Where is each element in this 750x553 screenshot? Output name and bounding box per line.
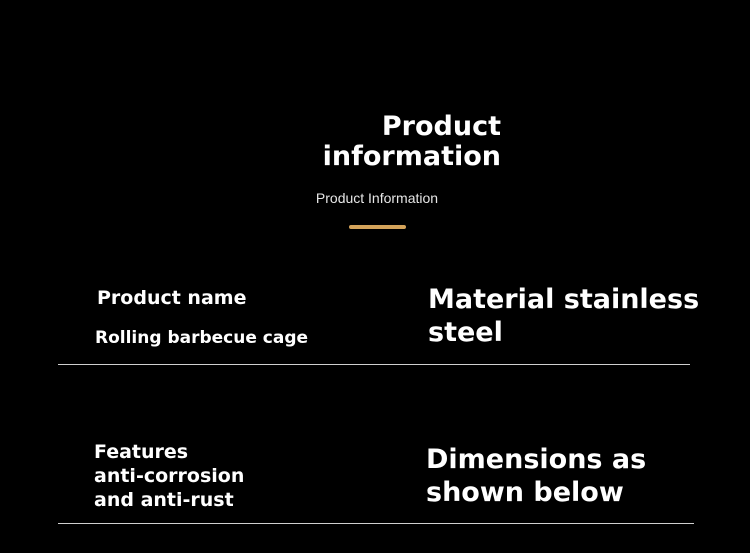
dimensions-line2: shown below	[426, 477, 624, 508]
dimensions-line1: Dimensions as	[426, 444, 647, 475]
page-title: Product information	[323, 112, 501, 172]
product-name-label: Product name	[97, 287, 247, 309]
features-line3: and anti-rust	[94, 489, 234, 511]
row-divider	[58, 364, 690, 365]
features-label: Features	[94, 441, 189, 463]
page-title-line1: Product	[381, 111, 501, 142]
material-line1: Material stainless	[428, 284, 700, 315]
page-title-line2: information	[322, 141, 501, 172]
dimensions-text: Dimensions as shown below	[426, 443, 646, 509]
accent-divider	[349, 225, 406, 229]
row-divider	[58, 523, 694, 524]
features-line2: anti-corrosion	[94, 465, 245, 487]
material-text: Material stainless steel	[428, 283, 699, 349]
product-name-value: Rolling barbecue cage	[95, 328, 309, 348]
page-subtitle: Product Information	[315, 190, 439, 206]
material-line2: steel	[428, 317, 503, 348]
